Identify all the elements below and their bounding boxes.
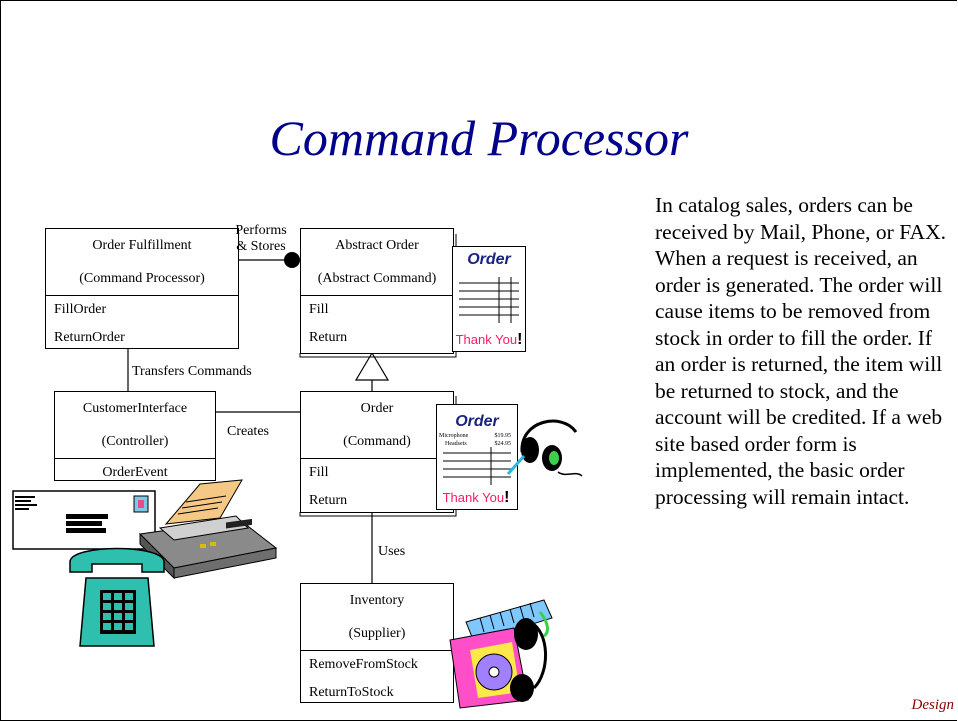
class-name: Order — [360, 401, 394, 416]
operation-return: Return — [309, 330, 348, 345]
class-order-fulfillment: Order Fulfillment (Command Processor) Fi… — [45, 228, 239, 349]
operation-order-event: OrderEvent — [102, 465, 168, 480]
order-form-title: Order — [455, 413, 499, 430]
class-stereotype: (Abstract Command) — [317, 271, 437, 286]
thank-you-main: Thank You — [442, 490, 505, 505]
label-uses: Uses — [378, 544, 406, 559]
mail-envelope-icon — [12, 490, 156, 550]
class-stereotype: (Controller) — [101, 434, 169, 449]
order-form-lines — [459, 277, 519, 323]
line-item-price: $24.95 — [494, 441, 512, 447]
operation-fill-order: FillOrder — [54, 302, 107, 317]
description-paragraph: In catalog sales, orders can be received… — [655, 193, 946, 509]
line-item-name: Headsets — [445, 441, 467, 447]
line-item-name: Microphone — [439, 433, 469, 439]
line-item-2: Headsets $24.95 — [445, 441, 515, 448]
headset-icon — [506, 419, 583, 477]
order-form-clipart: Order Thank You! — [452, 246, 526, 352]
music-supplies-icon — [449, 599, 553, 709]
label-transfers-commands: Transfers Commands — [132, 364, 252, 379]
label-stores: & Stores — [236, 239, 286, 254]
thank-you-bang: ! — [504, 489, 510, 506]
thank-you-text: Thank You! — [433, 489, 519, 507]
telephone-icon — [69, 547, 165, 647]
class-name: Abstract Order — [335, 238, 419, 253]
order-form-title: Order — [467, 251, 511, 268]
line-item-price: $19.95 — [494, 433, 512, 439]
slide-title: Command Processor — [269, 110, 689, 166]
order-form-clipart-2: Order Microphone $19.95 Headsets $24.95 … — [436, 404, 518, 510]
class-stereotype: (Command Processor) — [79, 271, 205, 286]
footer-label: Design — [911, 697, 955, 713]
class-name: Order Fulfillment — [92, 238, 192, 253]
class-name: Inventory — [349, 593, 405, 608]
operation-return-order: ReturnOrder — [54, 330, 125, 345]
operation-return-to-stock: ReturnToStock — [309, 685, 394, 700]
class-inventory: Inventory (Supplier) RemoveFromStock Ret… — [300, 583, 454, 703]
class-stereotype: (Command) — [343, 434, 411, 449]
line-item-1: Microphone $19.95 — [439, 433, 515, 440]
class-name: CustomerInterface — [82, 401, 188, 416]
label-performs: Performs — [235, 223, 287, 238]
class-stereotype: (Supplier) — [348, 626, 406, 641]
operation-remove-from-stock: RemoveFromStock — [309, 657, 418, 672]
operation-fill: Fill — [309, 465, 329, 480]
operation-fill: Fill — [309, 302, 329, 317]
aggregation-dot — [284, 252, 300, 268]
thank-you-main: Thank You — [455, 332, 518, 347]
operation-return: Return — [309, 493, 348, 508]
class-customer-interface: CustomerInterface (Controller) OrderEven… — [54, 391, 216, 481]
inheritance-triangle — [354, 351, 390, 381]
order-form-lines — [443, 447, 511, 485]
label-performs-stores: Performs & Stores — [228, 223, 294, 255]
thank-you-text: Thank You! — [449, 331, 529, 349]
label-creates: Creates — [227, 424, 269, 439]
thank-you-bang: ! — [517, 331, 523, 348]
class-order: Order (Command) Fill Return — [300, 391, 454, 513]
class-abstract-order: Abstract Order (Abstract Command) Fill R… — [300, 228, 454, 354]
